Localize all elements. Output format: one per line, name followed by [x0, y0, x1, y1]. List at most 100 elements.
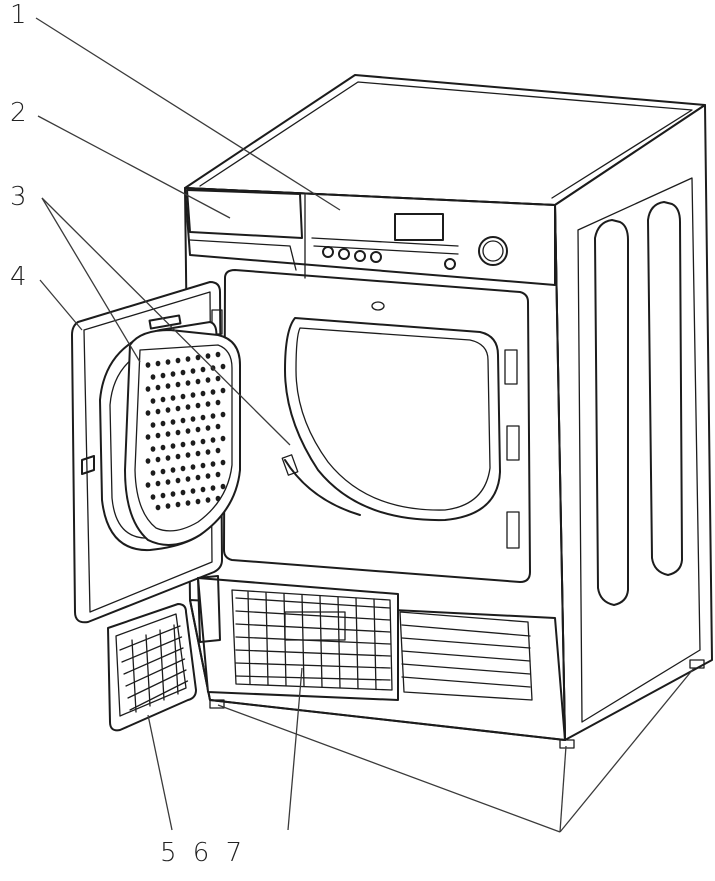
start-button	[444, 258, 456, 270]
leader-6	[287, 667, 303, 831]
callout-2: 2	[10, 98, 27, 128]
filter-hole	[150, 446, 156, 452]
filter-hole	[170, 491, 176, 497]
filter-hole	[200, 462, 206, 469]
filter-hole	[165, 407, 171, 413]
filter-hole	[155, 480, 161, 487]
filter-hole	[145, 434, 151, 440]
leader-4	[39, 279, 83, 331]
filter-hole	[190, 416, 196, 422]
side-recess-right	[647, 201, 683, 576]
filter-hole	[165, 503, 171, 509]
leader-3a	[41, 197, 141, 363]
filter-hole	[195, 426, 201, 433]
door-opening	[223, 269, 531, 583]
filter-hole	[205, 425, 211, 431]
leader-1	[35, 17, 341, 211]
filter-hole	[205, 377, 211, 383]
exchanger-grid-line	[235, 610, 391, 621]
filter-hole	[160, 444, 166, 451]
filter-hole	[145, 386, 151, 392]
filter-hole	[175, 453, 181, 460]
filter-hole	[190, 392, 196, 398]
filter-hole	[195, 354, 201, 361]
side-panel	[554, 104, 713, 741]
cover-grid-line	[145, 634, 151, 707]
filter-hole	[195, 402, 201, 409]
leader-2	[37, 115, 231, 219]
filter-hole	[160, 420, 166, 427]
filter-mesh-holes	[145, 351, 226, 511]
filter-hole	[165, 383, 171, 389]
callout-3: 3	[10, 182, 27, 212]
filter-hole	[155, 360, 161, 367]
filter-hole	[155, 408, 161, 415]
program-button-2	[338, 248, 350, 260]
control-panel	[184, 187, 556, 286]
filter-hole	[185, 428, 191, 434]
heat-exchanger	[197, 575, 399, 701]
heat-exchanger-cover	[107, 603, 197, 732]
filter-hole	[175, 405, 181, 412]
filter-hole	[160, 396, 166, 403]
filter-hole	[220, 435, 226, 442]
filter-hole	[205, 497, 211, 503]
filter-hole	[155, 456, 161, 463]
filter-hole	[200, 366, 206, 373]
exchanger-grid-line	[319, 595, 323, 688]
filter-hole	[170, 395, 176, 401]
filter-hole	[205, 449, 211, 455]
cover-grid	[119, 624, 189, 713]
filter-hole	[165, 359, 171, 365]
filter-hole	[195, 378, 201, 385]
filter-hole	[215, 375, 221, 382]
filter-hole	[175, 429, 181, 436]
program-knob	[478, 236, 508, 266]
filter-hole	[210, 461, 216, 467]
fluff-filter	[124, 314, 241, 546]
filter-hole	[170, 371, 176, 377]
filter-hole	[170, 467, 176, 473]
filter-hole	[165, 431, 171, 437]
filter-hole	[200, 486, 206, 493]
exchanger-grid-line	[373, 598, 377, 691]
filter-hole	[195, 450, 201, 457]
filter-hole	[180, 393, 186, 400]
filter-hole	[210, 413, 216, 419]
filter-hole	[165, 479, 171, 485]
filter-hole	[215, 351, 221, 358]
cover-grid-line	[131, 639, 137, 713]
filter-hole	[215, 447, 221, 454]
filter-hole	[185, 356, 191, 362]
filter-hole	[145, 458, 151, 464]
filter-hole	[185, 380, 191, 386]
filter-hole	[210, 437, 216, 443]
filter-hole	[150, 494, 156, 500]
cover-grid-line	[121, 636, 183, 663]
plinth	[189, 599, 705, 749]
filter-hole	[145, 410, 151, 416]
callout-1: 1	[10, 0, 27, 30]
filter-hole	[180, 441, 186, 448]
filter-hole	[180, 489, 186, 496]
filter-hole	[160, 468, 166, 475]
filter-hole	[200, 414, 206, 421]
filter-hole	[215, 471, 221, 478]
filter-hole	[210, 485, 216, 491]
filter-hole	[155, 504, 161, 511]
program-button-3	[354, 250, 366, 262]
display-window	[394, 213, 444, 241]
filter-hole	[150, 470, 156, 476]
filter-hole	[160, 492, 166, 499]
leader-3b	[41, 197, 291, 446]
exchanger-grid-line	[235, 623, 391, 633]
filter-hole	[175, 381, 181, 388]
filter-hole	[170, 419, 176, 425]
filter-hole	[195, 498, 201, 505]
filter-hole	[205, 401, 211, 407]
exchanger-grid-line	[355, 597, 359, 690]
filter-hole	[175, 477, 181, 484]
leader-7c	[559, 667, 695, 833]
exchanger-grid-line	[235, 662, 391, 669]
